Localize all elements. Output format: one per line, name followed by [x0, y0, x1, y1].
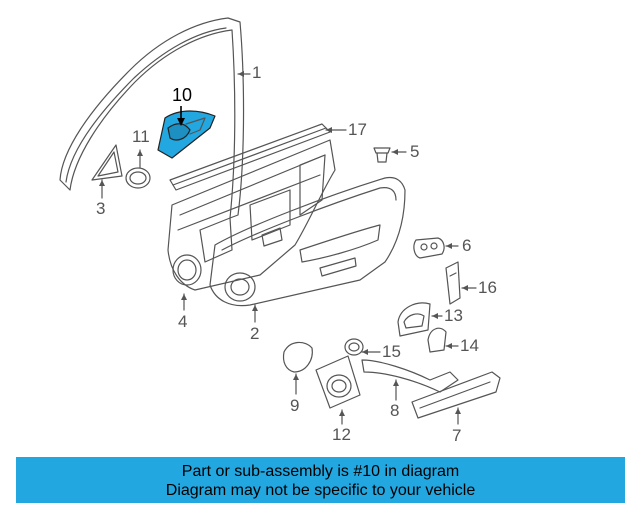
info-banner: Part or sub-assembly is #10 in diagram D… — [16, 457, 625, 503]
part-5-clip — [373, 147, 391, 163]
callout-12: 12 — [332, 425, 351, 444]
callout-3: 3 — [96, 199, 106, 218]
part-8-armrest-trim — [361, 359, 459, 393]
callout-16: 16 — [478, 278, 497, 297]
callout-14: 14 — [460, 336, 479, 355]
callout-4: 4 — [178, 312, 188, 331]
callout-15: 15 — [382, 342, 401, 361]
part-16-bezel — [445, 261, 461, 305]
part-4-door-frame — [167, 139, 336, 291]
part-10-leader — [177, 106, 185, 126]
callout-1: 1 — [252, 63, 262, 82]
leader-arrowheads — [99, 71, 468, 416]
callout-6: 6 — [462, 236, 472, 255]
part-1-window-frame — [59, 17, 245, 219]
callout-11: 11 — [132, 127, 150, 146]
banner-line-part-number: Part or sub-assembly is #10 in diagram — [181, 463, 460, 480]
part-9-pad — [282, 341, 313, 373]
leader-lines — [101, 73, 477, 425]
part-3-mirror-cover — [91, 144, 123, 181]
callout-10: 10 — [172, 85, 193, 105]
part-2-door-trim-panel — [209, 176, 406, 307]
callout-2: 2 — [250, 324, 260, 343]
callout-9: 9 — [290, 396, 300, 415]
part-6-window-switch — [413, 237, 445, 259]
callout-8: 8 — [390, 401, 400, 420]
part-13-door-handle — [397, 302, 431, 337]
callout-5: 5 — [410, 142, 420, 161]
callout-7: 7 — [452, 426, 462, 445]
part-14-cover — [427, 327, 447, 353]
part-12-speaker-grille — [315, 355, 361, 409]
part-7-lower-trim-strip — [411, 371, 501, 419]
callout-17: 17 — [348, 120, 367, 139]
exploded-view-drawing — [59, 17, 501, 425]
part-10-highlighted-component — [157, 110, 216, 159]
callout-13: 13 — [444, 306, 463, 325]
parts-diagram: 1 10 11 17 5 3 6 16 4 13 2 14 15 9 8 12 … — [59, 17, 501, 445]
banner-line-disclaimer: Diagram may not be specific to your vehi… — [165, 482, 476, 499]
part-15-cap — [344, 338, 364, 356]
part-11-tweeter-cover — [125, 167, 151, 189]
